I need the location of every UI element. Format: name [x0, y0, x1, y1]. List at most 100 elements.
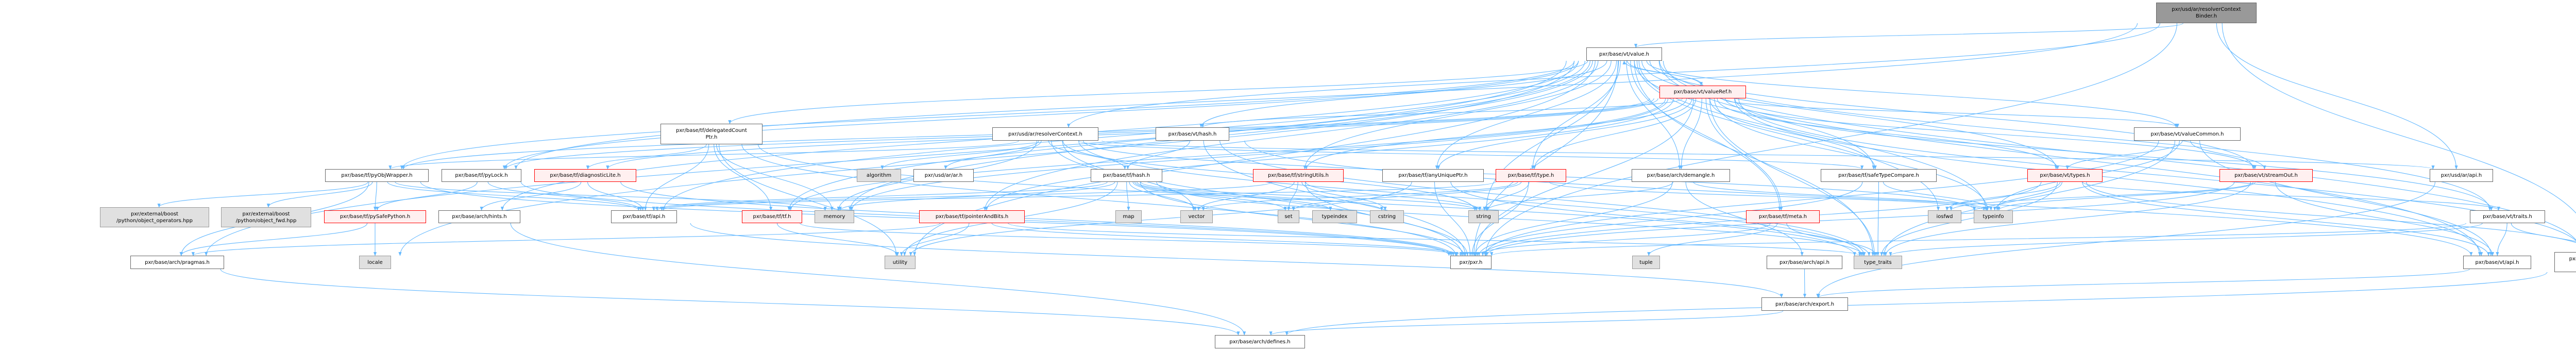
edge-pyObjWrapper-to-memory: [395, 181, 827, 211]
edge-tfhash-to-string: [1140, 181, 1478, 211]
edge-value-to-meta: [1630, 60, 1782, 211]
edge-stringUtils-to-string: [1305, 181, 1482, 211]
graph-node-pyObjWrapper[interactable]: pxr/base/tf/pyObjWrapper.h: [325, 169, 429, 182]
edge-demangle-to-string: [1486, 181, 1673, 211]
edge-resolverContext-to-arapi: [1101, 140, 2434, 170]
edge-types-to-typeinfo: [1993, 181, 2062, 211]
edge-valueRef-to-valueCommon: [1722, 98, 2179, 128]
edge-binder-to-prepUtils: [2222, 23, 2576, 214]
edge-tf-to-utility: [776, 223, 900, 256]
graph-node-vector: vector: [1180, 210, 1213, 223]
edge-safeTypeCompare-to-typeinfo: [1883, 181, 1993, 211]
edge-streamOut-to-iosfwd: [1950, 181, 2254, 211]
edge-delegated-to-diagnosticLite: [586, 144, 707, 170]
graph-node-pyLock[interactable]: pxr/base/tf/pyLock.h: [442, 169, 521, 182]
graph-node-map: map: [1115, 210, 1142, 223]
graph-node-streamOut[interactable]: pxr/base/vt/streamOut.h: [2219, 169, 2313, 182]
edge-value-to-traits: [1659, 60, 2492, 211]
graph-node-locale: locale: [359, 256, 391, 269]
edge-traits-to-vtapi: [2496, 223, 2507, 256]
edge-pySafePython-to-pragmas: [179, 223, 368, 256]
edge-types-to-type_traits: [1880, 181, 2058, 256]
edge-value-to-stringUtils: [1303, 60, 1612, 170]
graph-node-pointerAndBits[interactable]: pxr/base/tf/pointerAndBits.h: [919, 210, 1025, 223]
edge-valueCommon-to-vtapi: [2199, 140, 2493, 256]
graph-node-pxr[interactable]: pxr/pxr.h: [1450, 256, 1492, 269]
graph-node-pySafePython[interactable]: pxr/base/tf/pySafePython.h: [324, 210, 426, 223]
edge-valueRef-to-vthash: [1201, 98, 1683, 128]
graph-node-arapi[interactable]: pxr/usd/ar/api.h: [2430, 169, 2493, 182]
edge-streamOut-to-typeinfo: [1997, 181, 2256, 211]
graph-node-traits[interactable]: pxr/base/vt/traits.h: [2470, 210, 2545, 223]
edge-valueRef-to-pointerAndBits: [985, 98, 1674, 211]
graph-node-valueCommon[interactable]: pxr/base/vt/valueCommon.h: [2134, 127, 2241, 141]
edge-traits-to-prepUtils: [2511, 223, 2576, 242]
edge-vtapi-to-export: [1817, 269, 2470, 298]
graph-node-meta[interactable]: pxr/base/tf/meta.h: [1746, 210, 1820, 223]
edge-pointerAndBits-to-pragmas: [192, 223, 941, 256]
graph-node-pragmas[interactable]: pxr/base/arch/pragmas.h: [130, 256, 224, 269]
graph-node-anyUniquePtr[interactable]: pxr/base/tf/anyUniquePtr.h: [1382, 169, 1484, 182]
edge-value-to-types: [1641, 60, 2058, 170]
graph-node-hints[interactable]: pxr/base/arch/hints.h: [438, 210, 520, 223]
graph-node-tfapi[interactable]: pxr/base/tf/api.h: [611, 210, 677, 223]
graph-node-stringUtils[interactable]: pxr/base/tf/stringUtils.h: [1253, 169, 1344, 182]
edge-meta-to-type_traits: [1786, 223, 1878, 256]
graph-node-diagnosticLite[interactable]: pxr/base/tf/diagnosticLite.h: [534, 169, 636, 182]
edge-value-to-pointerAndBits: [983, 60, 1599, 211]
edge-types-to-vtapi: [2082, 181, 2490, 256]
graph-node-string: string: [1468, 210, 1499, 223]
graph-node-archapi[interactable]: pxr/base/arch/api.h: [1767, 256, 1842, 269]
edge-valueRef-to-typeinfo: [1714, 98, 1989, 211]
edge-resolverContext-to-type_traits: [1078, 140, 1863, 256]
edge-valueRef-to-tf: [789, 98, 1666, 211]
graph-node-arh[interactable]: pxr/usd/ar/ar.h: [913, 169, 974, 182]
edge-pyLock-to-tfapi: [487, 181, 642, 211]
graph-node-defines[interactable]: pxr/base/arch/defines.h: [1215, 335, 1305, 348]
edge-delegated-to-tf: [714, 144, 773, 211]
edge-valueRef-to-safeTypeCompare: [1709, 98, 1877, 170]
graph-node-export[interactable]: pxr/base/arch/export.h: [1761, 297, 1848, 311]
edge-resolverContext-to-tfhash: [1048, 140, 1127, 170]
graph-node-binder[interactable]: pxr/usd/ar/resolverContext Binder.h: [2156, 3, 2257, 23]
edge-diagnosticLite-to-tfapi: [587, 181, 645, 211]
graph-node-tfhash[interactable]: pxr/base/tf/hash.h: [1091, 169, 1162, 182]
graph-node-delegated[interactable]: pxr/base/tf/delegatedCount Ptr.h: [660, 124, 762, 144]
edge-resolverContext-to-arh: [944, 140, 1042, 170]
edge-prepUtils-to-defines: [1285, 272, 2548, 336]
graph-node-type_traits: type_traits: [1854, 256, 1902, 269]
graph-node-tf[interactable]: pxr/base/tf/tf.h: [742, 210, 802, 223]
graph-node-vtapi[interactable]: pxr/base/vt/api.h: [2463, 256, 2531, 269]
edge-vthash-to-pxr: [1203, 140, 1467, 256]
edge-arapi-to-export: [1816, 181, 2436, 298]
edge-value-to-valueCommon: [1646, 60, 2178, 128]
edge-streamOut-to-type_traits: [1884, 181, 2251, 256]
graph-node-valueRef[interactable]: pxr/base/vt/valueRef.h: [1659, 86, 1746, 98]
edge-value-to-anyUniquePtr: [1435, 60, 1617, 170]
edge-tfhash-to-pxr: [1140, 181, 1466, 256]
edge-valueRef-to-pxr: [1473, 98, 1694, 256]
edge-value-to-delegated: [728, 60, 1588, 124]
edge-streamOut-to-vtapi: [2275, 181, 2495, 256]
edge-anyUniquePtr-to-utility: [909, 181, 1412, 256]
graph-node-typeinfo: typeinfo: [1974, 210, 2013, 223]
edge-resolverContext-to-pyObjWrapper: [388, 140, 1019, 170]
edge-valueCommon-to-type_traits: [1882, 140, 2176, 256]
graph-node-utility: utility: [885, 256, 916, 269]
graph-node-resolverContext[interactable]: pxr/usd/ar/resolverContext.h: [992, 127, 1098, 141]
graph-node-types[interactable]: pxr/base/vt/types.h: [2027, 169, 2103, 182]
edge-traits-to-pxr: [1490, 223, 2467, 256]
edge-vthash-to-tfhash: [1126, 140, 1190, 170]
edge-binder-to-arapi: [2216, 23, 2458, 170]
graph-node-demangle[interactable]: pxr/base/arch/demangle.h: [1632, 169, 1730, 182]
graph-node-safeTypeCompare[interactable]: pxr/base/tf/safeTypeCompare.h: [1821, 169, 1937, 182]
graph-node-value[interactable]: pxr/base/vt/value.h: [1586, 47, 1662, 61]
edge-tfhash-to-type_traits: [1156, 181, 1865, 256]
graph-node-type[interactable]: pxr/base/tf/type.h: [1496, 169, 1566, 182]
edge-type-to-string: [1483, 181, 1530, 211]
graph-node-prepUtils[interactable]: pxr/base/tf/preprocessor UtilsLite.h: [2554, 252, 2576, 272]
graph-node-vthash[interactable]: pxr/base/vt/hash.h: [1156, 127, 1229, 141]
edge-meta-to-pxr: [1476, 223, 1771, 256]
